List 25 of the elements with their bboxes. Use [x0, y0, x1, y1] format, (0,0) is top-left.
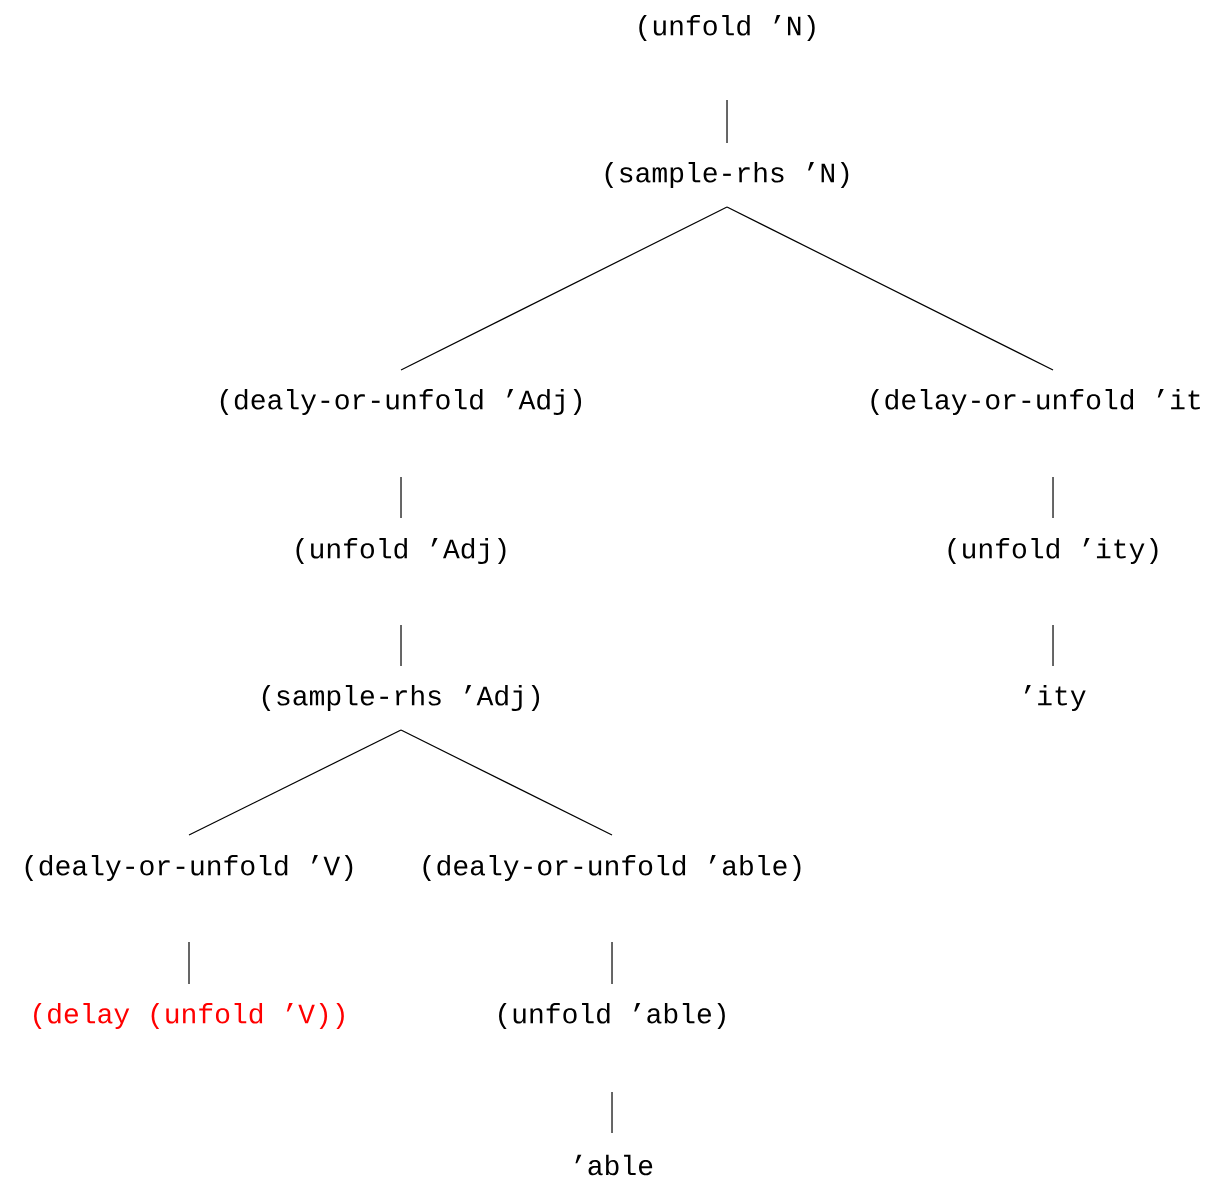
tree-branch — [611, 941, 613, 985]
tree-branch — [400, 624, 402, 667]
tree-branch — [1052, 624, 1054, 667]
tree-node-label: (sample-rhs ’N) — [605, 161, 849, 189]
tree-node-label: (unfold ’N) — [639, 14, 815, 42]
tree-node-label: (dealy-or-unfold ’Adj) — [220, 388, 582, 416]
tree-node-label: ’ity — [1024, 684, 1086, 712]
tree-branch — [400, 206, 728, 371]
tree-branch — [188, 941, 190, 985]
tree-branch — [188, 729, 402, 836]
tree-branch — [611, 1091, 613, 1134]
tree-branch — [400, 729, 613, 836]
tree-branch — [726, 99, 728, 144]
tree-node-label: ’able — [575, 1154, 653, 1176]
tree-node-label: (unfold ’ity) — [948, 537, 1158, 565]
tree-node-label: (sample-rhs ’Adj) — [262, 684, 540, 712]
tree-branch — [400, 476, 402, 519]
tree-node-label: (unfold ’able) — [499, 1002, 725, 1030]
tree-node-label: (unfold ’Adj) — [296, 537, 506, 565]
tree-node-label: (dealy-or-unfold ’able) — [423, 854, 801, 882]
tree-node-label: (dealy-or-unfold ’V) — [25, 854, 353, 882]
tree-branch — [726, 206, 1054, 371]
tree-node-label: (delay (unfold ’V)) — [34, 1002, 344, 1030]
tree-node-label: (delay-or-unfold ’it — [871, 388, 1200, 416]
tree-branch — [1052, 476, 1054, 519]
